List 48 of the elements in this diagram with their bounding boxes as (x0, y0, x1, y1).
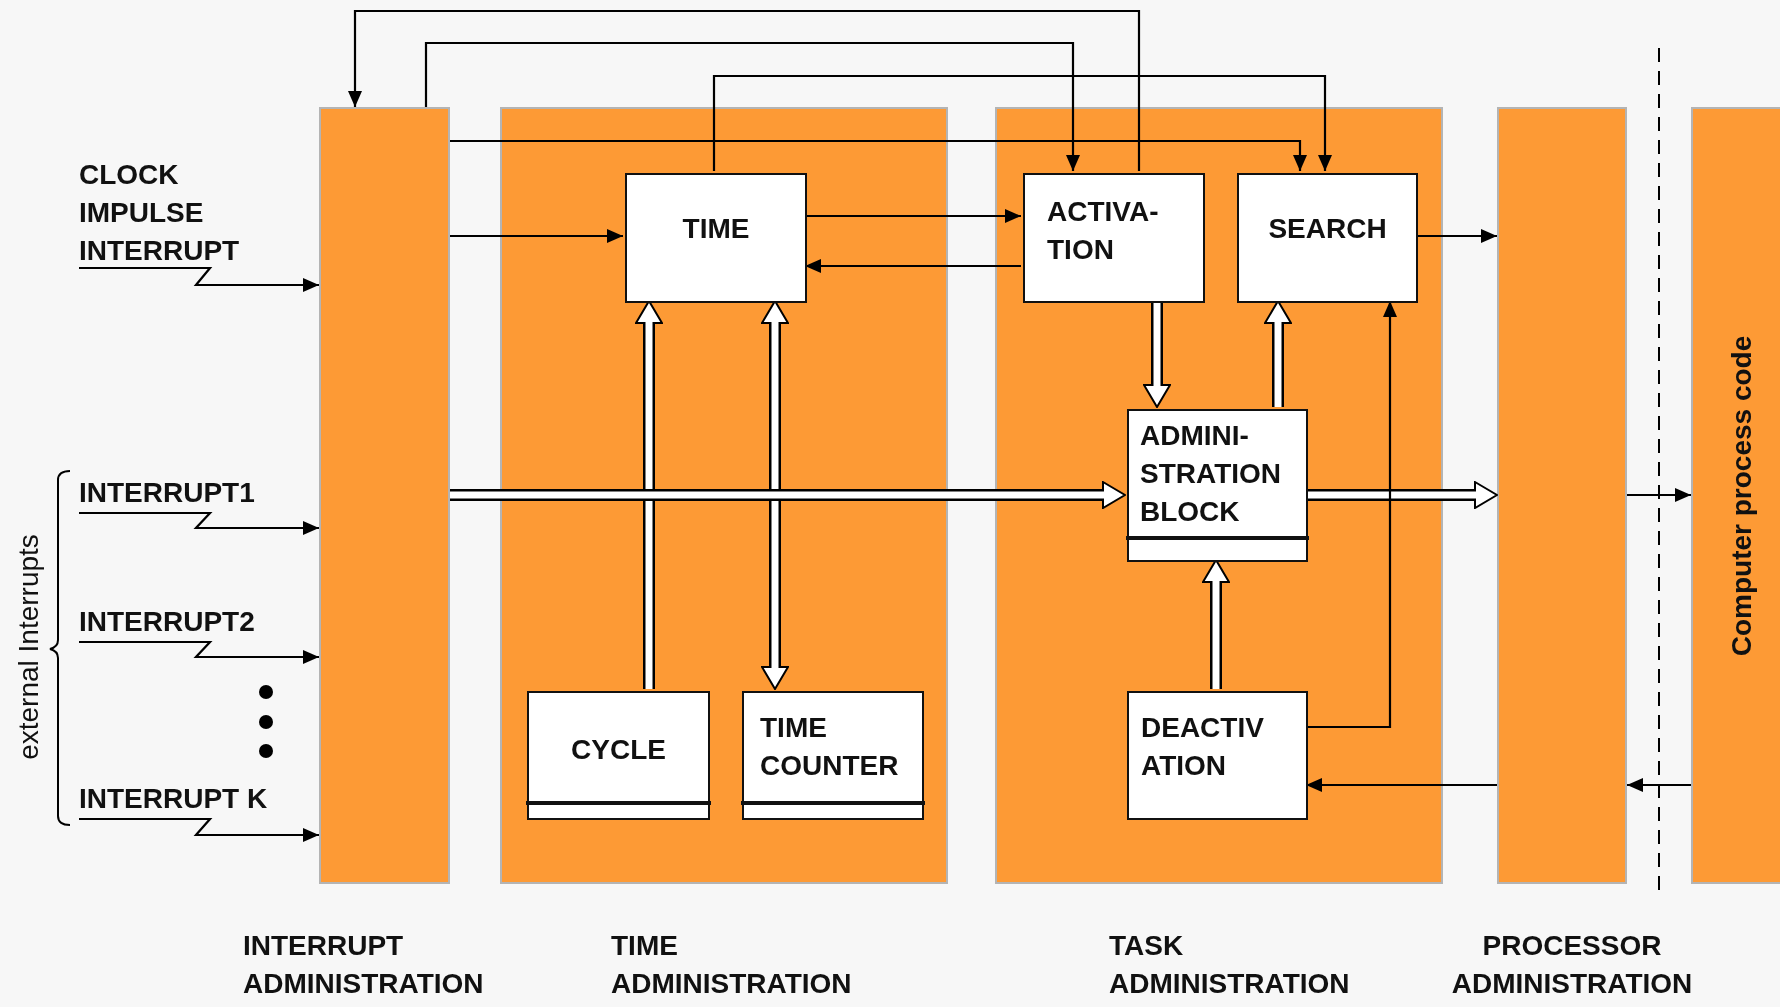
interrupt-label: INTERRUPT1 (79, 474, 309, 513)
process-box (1127, 691, 1308, 820)
hollow-arrow (761, 300, 789, 690)
group-label: external Interrupts (12, 534, 45, 760)
arrow (450, 139, 1307, 171)
box-text: ADMINI- STRATION BLOCK (1140, 419, 1283, 529)
box-text: SEARCH (1267, 212, 1388, 246)
hollow-arrow (1264, 300, 1292, 407)
arrow (805, 259, 1021, 273)
panel-heading: INTERRUPT ADMINISTRATION (243, 929, 485, 1001)
arrow (79, 640, 319, 664)
data-store-box (527, 691, 710, 820)
data-store-box (742, 691, 924, 820)
panel-heading: TASK ADMINISTRATION (1109, 929, 1351, 1001)
box-text: TIME (681, 212, 751, 246)
box-text: TIME COUNTER (760, 711, 900, 783)
panel-title: Computer process code (1725, 335, 1758, 656)
arrow (1416, 229, 1497, 243)
arrow (1306, 301, 1397, 729)
panel-heading: TIME ADMINISTRATION (611, 929, 853, 1001)
box-text: CYCLE (570, 733, 667, 767)
code-panel (1691, 107, 1780, 884)
hollow-arrow (1143, 301, 1171, 408)
arrow (79, 266, 319, 292)
hollow-arrow (1202, 559, 1230, 689)
process-box (1023, 173, 1205, 303)
arrow (1306, 778, 1497, 792)
panel-heading: PROCESSOR ADMINISTRATION (1450, 929, 1694, 1001)
arrow (79, 511, 319, 535)
arrow (348, 9, 1141, 171)
box-text: ACTIVA- TION (1047, 195, 1160, 267)
arrow (1627, 488, 1691, 502)
arrow (712, 74, 1332, 171)
hollow-arrow (635, 300, 663, 689)
interrupt-label: INTERRUPT2 (79, 603, 309, 642)
arrow (450, 229, 623, 243)
box-text: DEACTIV ATION (1141, 711, 1265, 783)
process-box (1237, 173, 1418, 303)
arrow (79, 817, 319, 842)
interrupt-label: CLOCK IMPULSE INTERRUPT (79, 156, 279, 268)
process-box (625, 173, 807, 303)
arrow (424, 41, 1080, 171)
data-store-box (1127, 409, 1308, 562)
hollow-arrow (1306, 481, 1498, 509)
arrow (1627, 778, 1691, 792)
arrow (805, 209, 1021, 223)
interrupt-label: INTERRUPT K (79, 780, 309, 819)
hollow-arrow (450, 481, 1126, 509)
